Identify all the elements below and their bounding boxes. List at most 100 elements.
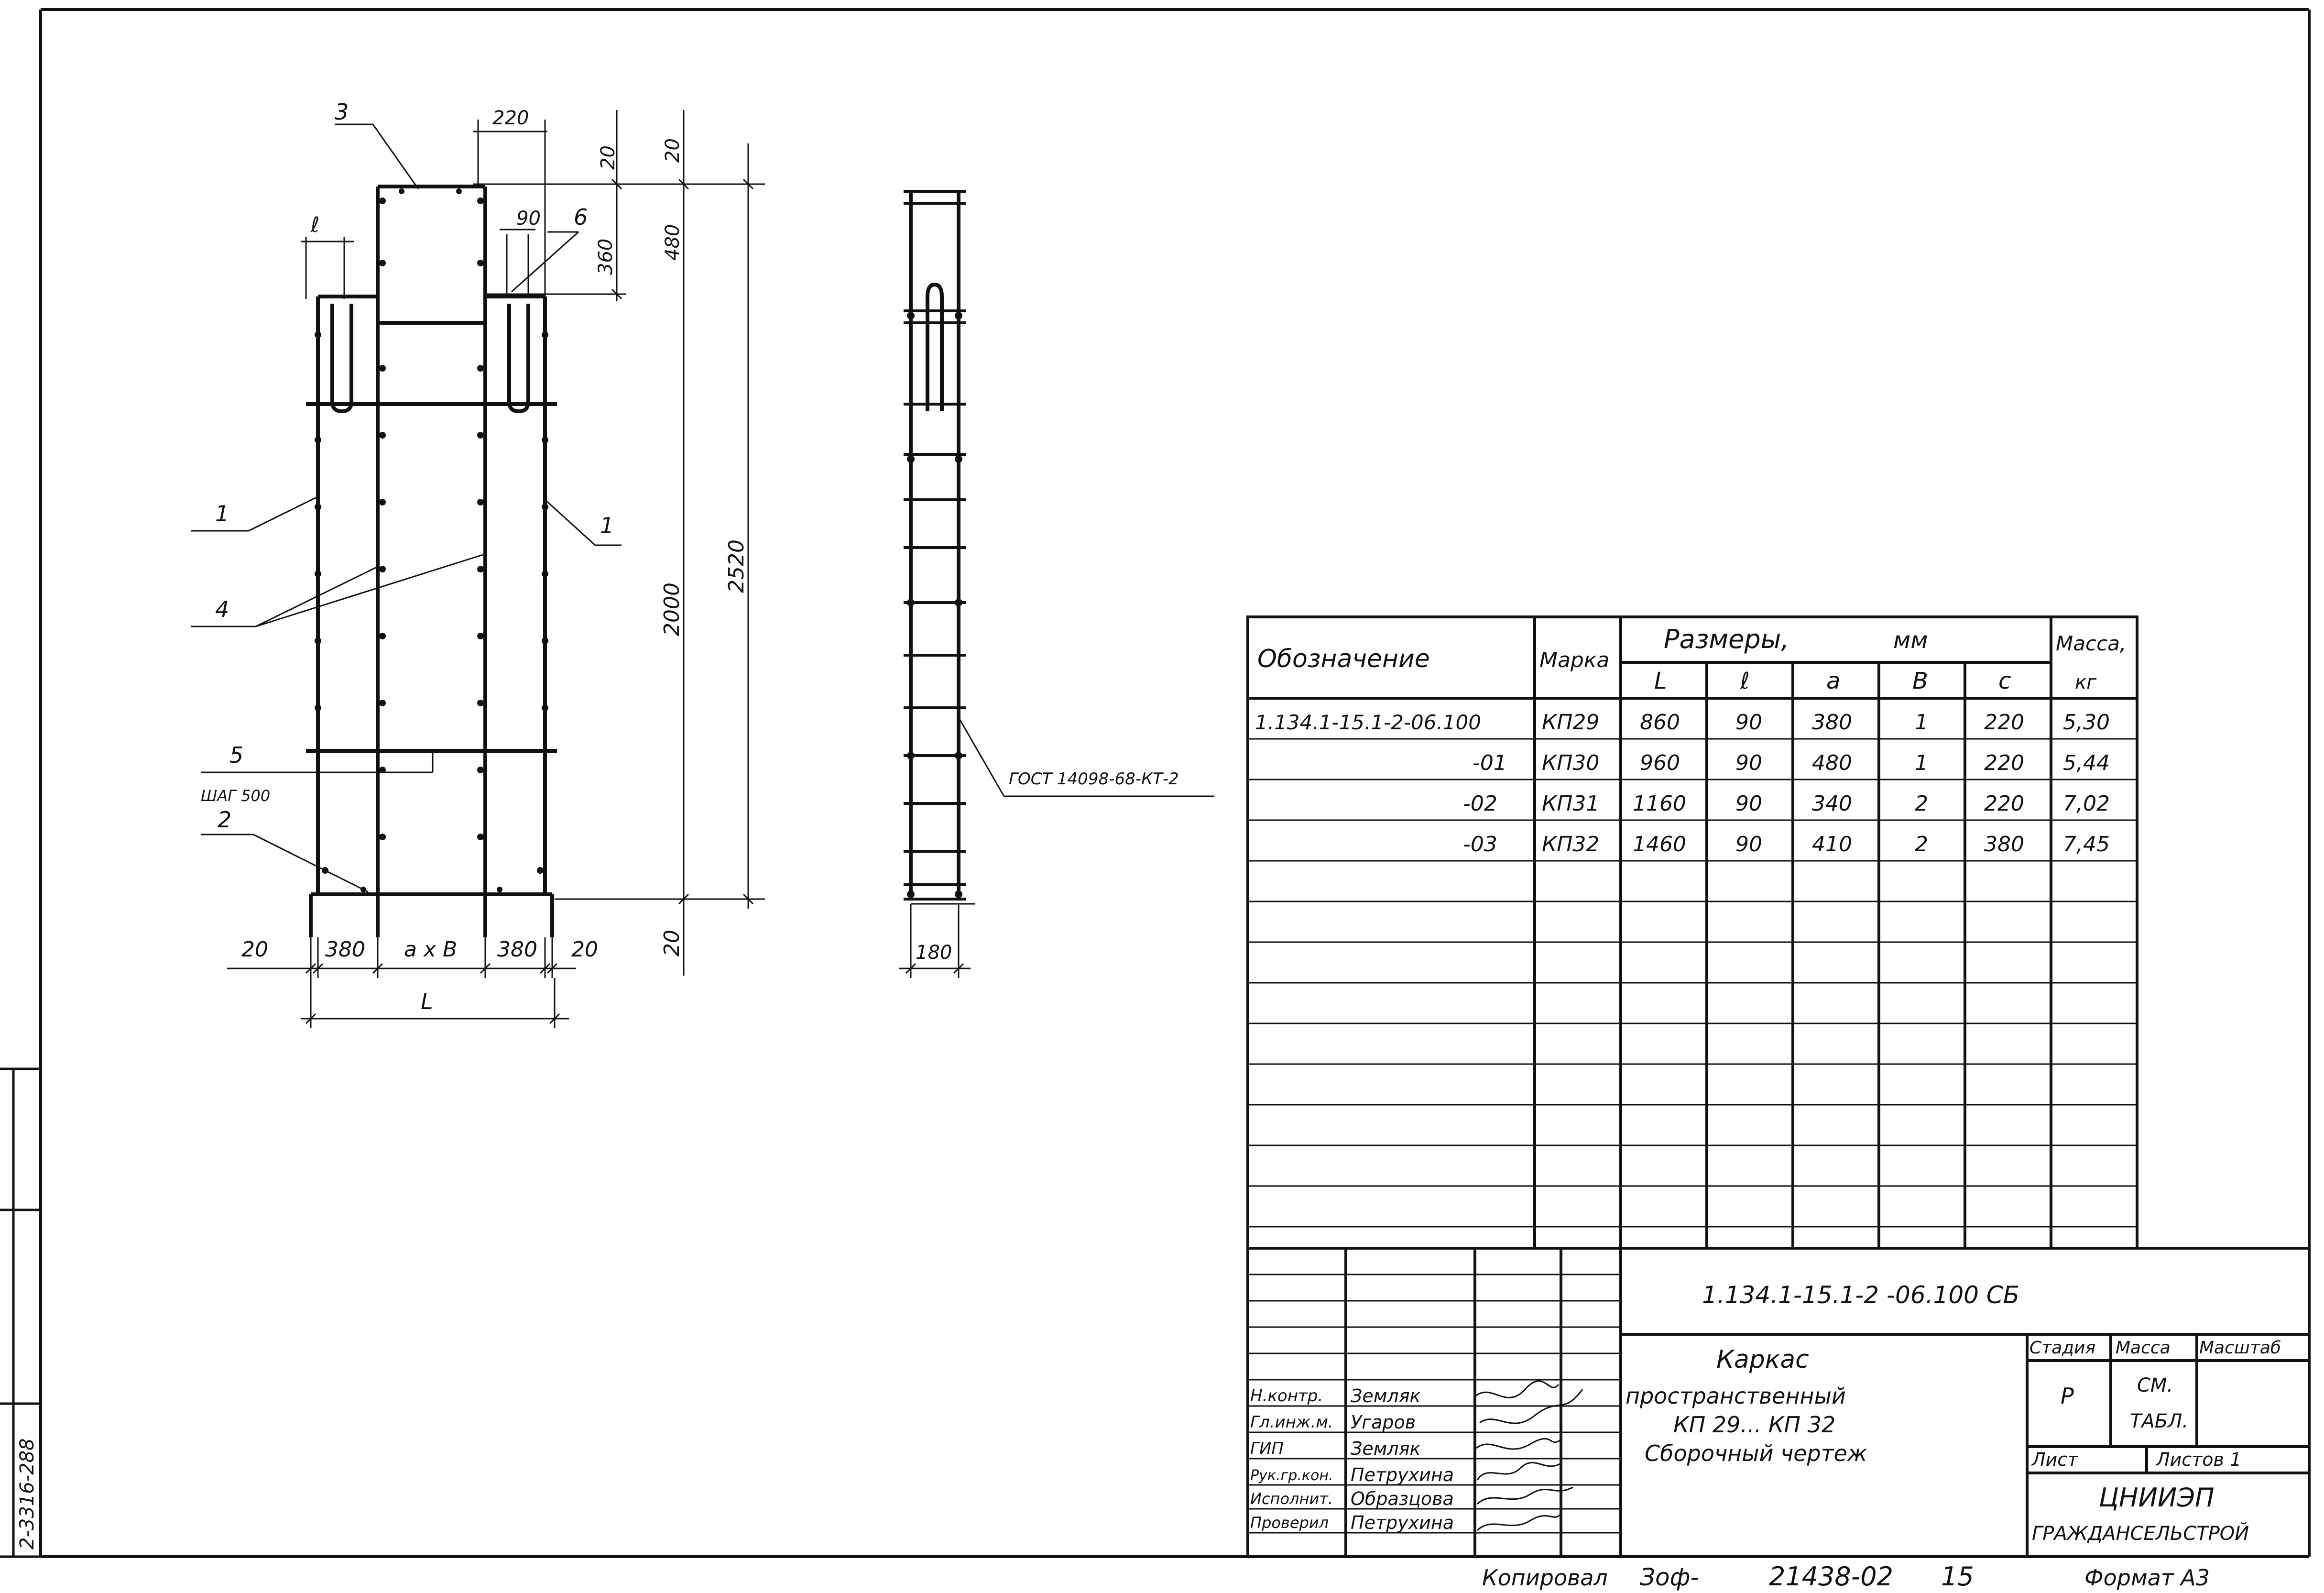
svg-text:480: 480 [1812,751,1852,775]
svg-text:2: 2 [1915,832,1928,857]
svg-text:Земляк: Земляк [1351,1438,1421,1459]
dim-20-top-a: 20 [597,145,619,170]
stage-value: Р [2061,1383,2074,1409]
dim-L: L [421,989,433,1014]
svg-text:-03: -03 [1463,832,1497,857]
format-label: Формат А3 [2084,1565,2210,1591]
stage-label: Стадия [2029,1338,2095,1358]
svg-text:220: 220 [1984,791,2024,816]
svg-text:5,30: 5,30 [2063,710,2110,735]
svg-text:90: 90 [1735,832,1762,857]
svg-text:Петрухина: Петрухина [1351,1464,1454,1485]
title-line2: пространственный [1626,1383,1846,1409]
svg-text:90: 90 [1735,710,1762,735]
svg-text:380: 380 [1984,832,2024,857]
table-row: -02 КП31 1160 90 340 2 220 7,02 [1463,791,2110,816]
dim-180: 180 [916,942,952,964]
callout-step: ШАГ 500 [201,787,270,805]
dim-380-left: 380 [325,937,365,962]
copy-number: 21438-02 [1769,1561,1893,1592]
spec-table: Обозначение Марка Размеры, мм Масса, кг … [1246,615,2139,1250]
table-row: -01 КП30 960 90 480 1 220 5,44 [1473,751,2110,775]
dim-360: 360 [595,239,617,275]
mass-label: Масса [2116,1338,2171,1358]
dim-l: ℓ [310,213,319,237]
hdr-dimensions: Размеры, [1664,624,1789,654]
svg-text:Образцова: Образцова [1351,1488,1454,1509]
svg-text:90: 90 [1735,791,1762,816]
svg-text:340: 340 [1812,791,1852,816]
sheets-label: Листов 1 [2155,1449,2241,1470]
svg-text:7,45: 7,45 [2063,832,2110,857]
gost-callout: ГОСТ 14098-68-КТ-2 [1009,769,1179,789]
dim-20-bottom: 20 [660,930,684,956]
table-row: -03 КП32 1460 90 410 2 380 7,45 [1463,832,2110,857]
dim-380-right: 380 [497,937,537,962]
callout-1-right: 1 [600,513,614,538]
svg-text:960: 960 [1640,751,1680,775]
title-line3: КП 29... КП 32 [1673,1412,1835,1438]
dim-20-right: 20 [571,937,598,962]
svg-text:Гл.инж.м.: Гл.инж.м. [1250,1413,1333,1432]
sheet-label: Лист [2031,1449,2079,1470]
svg-text:1: 1 [1915,751,1928,775]
dim-20-left: 20 [241,937,268,962]
table-row: 1.134.1-15.1-2-06.100 КП29 860 90 380 1 … [1255,710,2110,735]
copied-signature: Зоф- [1640,1563,1699,1591]
svg-text:Угаров: Угаров [1351,1412,1416,1433]
org-line2: ГРАЖДАНСЕЛЬСТРОЙ [2032,1522,2249,1545]
svg-text:Исполнит.: Исполнит. [1250,1490,1333,1508]
svg-text:380: 380 [1812,710,1852,735]
callout-4: 4 [215,596,229,622]
title-line1: Каркас [1716,1345,1809,1374]
svg-text:Н.контр.: Н.контр. [1250,1386,1323,1406]
callout-3: 3 [335,99,349,125]
callout-6: 6 [574,204,588,230]
transverse-bar-dots [315,188,548,892]
footer: Копировал Зоф- 21438-02 15 Формат А3 [1482,1561,2210,1592]
cage-elevation: 3 6 1 1 4 5 ШАГ 500 2 220 20 20 480 360 … [191,99,765,1028]
hdr-designation: Обозначение [1257,645,1430,673]
hdr-c: c [1998,668,2011,694]
org-line1: ЦНИИЭП [2099,1483,2215,1513]
mass-value-1: СМ. [2137,1374,2173,1396]
hdr-mark: Марка [1539,648,1609,672]
hdr-mass-unit: кг [2075,671,2097,693]
hdr-a: a [1826,668,1840,694]
dim-90: 90 [516,208,541,230]
staff-list: Н.контр. Земляк Гл.инж.м. Угаров ГИП Зем… [1250,1385,1454,1533]
callout-2: 2 [218,807,231,833]
svg-text:Рук.гр.кон.: Рук.гр.кон. [1250,1467,1333,1484]
svg-text:7,02: 7,02 [2063,791,2110,816]
callout-5: 5 [229,742,243,768]
svg-text:860: 860 [1640,710,1680,735]
hdr-mass: Масса, [2056,632,2126,655]
svg-text:ГИП: ГИП [1250,1439,1284,1458]
title-line4: Сборочный чертеж [1645,1440,1867,1466]
hdr-l: ℓ [1740,668,1750,694]
svg-text:-02: -02 [1463,791,1497,816]
svg-text:КП31: КП31 [1542,791,1599,816]
svg-text:Земляк: Земляк [1351,1385,1421,1406]
copied-label: Копировал [1482,1565,1608,1591]
hdr-unit: мм [1893,627,1928,654]
svg-text:220: 220 [1984,751,2024,775]
doc-code: 1.134.1-15.1-2 -06.100 СБ [1702,1281,2019,1309]
svg-text:1: 1 [1915,710,1928,735]
scale-label: Масштаб [2199,1338,2281,1358]
svg-text:КП32: КП32 [1542,832,1599,857]
svg-text:Петрухина: Петрухина [1351,1512,1454,1533]
cage-side-view: 180 ГОСТ 14098-68-КТ-2 [899,190,1214,978]
svg-text:220: 220 [1984,710,2024,735]
hdr-b: B [1912,668,1928,694]
hdr-L: L [1654,668,1667,694]
dim-axb: a x B [404,937,457,962]
dim-20-top-b: 20 [662,138,684,163]
svg-text:2: 2 [1915,791,1928,816]
dim-2000: 2000 [660,582,684,636]
svg-text:Проверил: Проверил [1250,1514,1329,1532]
svg-text:1460: 1460 [1633,832,1686,857]
svg-text:1.134.1-15.1-2-06.100: 1.134.1-15.1-2-06.100 [1255,711,1481,734]
